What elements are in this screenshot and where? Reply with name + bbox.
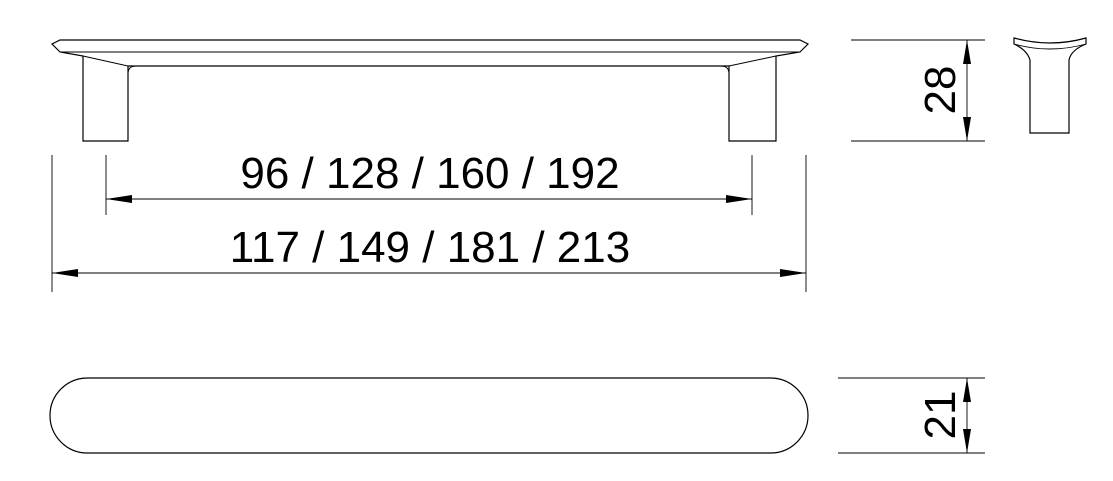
- handle-top-view: [49, 377, 809, 454]
- height-label: 28: [916, 66, 965, 115]
- arrow-up-icon: [963, 378, 971, 402]
- arrow-down-icon: [963, 429, 971, 453]
- height-dimension: 28: [851, 39, 985, 142]
- handle-side-view: [1013, 37, 1087, 134]
- arrow-down-icon: [963, 117, 971, 141]
- handle-front-view: [50, 39, 810, 142]
- overall-length-dimension: 117 / 149 / 181 / 213: [51, 155, 807, 292]
- hole-spacing-dimension: 96 / 128 / 160 / 192: [105, 149, 753, 215]
- overall-length-label: 117 / 149 / 181 / 213: [230, 223, 630, 272]
- hole-spacing-label: 96 / 128 / 160 / 192: [240, 149, 619, 198]
- arrow-up-icon: [963, 40, 971, 64]
- arrow-right-icon: [726, 195, 752, 203]
- arrow-right-icon: [780, 269, 806, 277]
- width-dimension: 21: [838, 377, 985, 454]
- width-label: 21: [916, 391, 965, 440]
- arrow-left-icon: [52, 269, 78, 277]
- arrow-left-icon: [106, 195, 132, 203]
